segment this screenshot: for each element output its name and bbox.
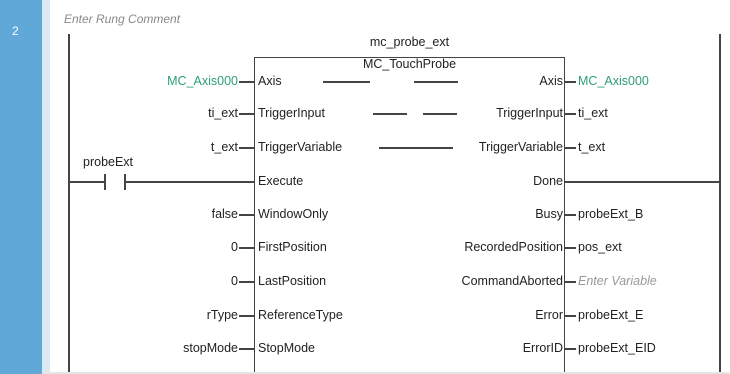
axis-passthrough-line-left [323,81,370,83]
contact-left-bar[interactable] [104,174,106,190]
function-block-mc-touchprobe[interactable] [254,57,565,374]
input-variable[interactable]: stopMode [183,341,238,355]
right-power-rail [719,34,721,374]
input-variable[interactable]: MC_Axis000 [167,74,238,88]
output-wire [564,214,576,216]
output-pin-label: TriggerVariable [478,140,563,154]
rung-wire-to-execute [124,181,256,183]
contact-label[interactable]: probeExt [83,155,134,169]
input-pin-label: Execute [258,174,304,188]
output-pin-label: TriggerInput [496,106,563,120]
rung-bar-edge [42,0,50,374]
rung-bottom-border [42,372,730,374]
input-variable[interactable]: false [211,207,238,221]
output-variable[interactable]: pos_ext [578,240,622,254]
input-wire [239,348,255,350]
input-wire [239,147,255,149]
output-wire [564,281,576,283]
output-variable[interactable]: probeExt_E [578,308,644,322]
triggerinput-passthrough-line-right [423,113,457,115]
output-pin-label: Done [533,174,563,188]
input-wire [239,81,255,83]
axis-passthrough-line-right [414,81,458,83]
input-wire [239,315,255,317]
output-variable-placeholder[interactable]: Enter Variable [578,274,657,288]
output-wire [564,348,576,350]
input-variable[interactable]: 0 [231,240,238,254]
output-wire [564,81,576,83]
block-type-name: MC_TouchProbe [362,57,457,71]
input-variable[interactable]: 0 [231,274,238,288]
rung-comment[interactable]: Enter Rung Comment [64,12,181,26]
left-power-rail [68,34,70,374]
input-pin-label: TriggerInput [258,106,325,120]
output-wire [564,247,576,249]
output-pin-label: Error [535,308,563,322]
output-pin-label: Busy [535,207,563,221]
input-pin-label: TriggerVariable [258,140,343,154]
rung-number-bar[interactable] [0,0,42,374]
rung-wire-left [68,181,104,183]
input-pin-label: WindowOnly [258,207,329,221]
triggerinput-passthrough-line-left [373,113,407,115]
input-variable[interactable]: t_ext [210,140,238,154]
output-variable[interactable]: probeExt_B [578,207,644,221]
output-variable[interactable]: t_ext [578,140,606,154]
rung-number: 2 [12,24,19,38]
input-pin-label: FirstPosition [258,240,327,254]
input-pin-label: ReferenceType [258,308,343,322]
output-wire [564,113,576,115]
triggervariable-passthrough-line [379,147,453,149]
done-output-wire [564,181,720,183]
input-wire [239,113,255,115]
input-variable[interactable]: ti_ext [208,106,238,120]
output-variable[interactable]: probeExt_EID [578,341,656,355]
output-pin-label: Axis [539,74,563,88]
block-instance-name[interactable]: mc_probe_ext [369,35,450,49]
output-variable[interactable]: ti_ext [578,106,608,120]
input-pin-label: Axis [258,74,282,88]
output-pin-label: CommandAborted [461,274,563,288]
input-pin-label: StopMode [258,341,315,355]
input-wire [239,281,255,283]
output-variable[interactable]: MC_Axis000 [578,74,649,88]
input-wire [239,247,255,249]
output-wire [564,315,576,317]
output-pin-label: RecordedPosition [464,240,563,254]
input-variable[interactable]: rType [206,308,238,322]
input-pin-label: LastPosition [258,274,327,288]
output-wire [564,147,576,149]
input-wire [239,214,255,216]
output-pin-label: ErrorID [522,341,563,355]
